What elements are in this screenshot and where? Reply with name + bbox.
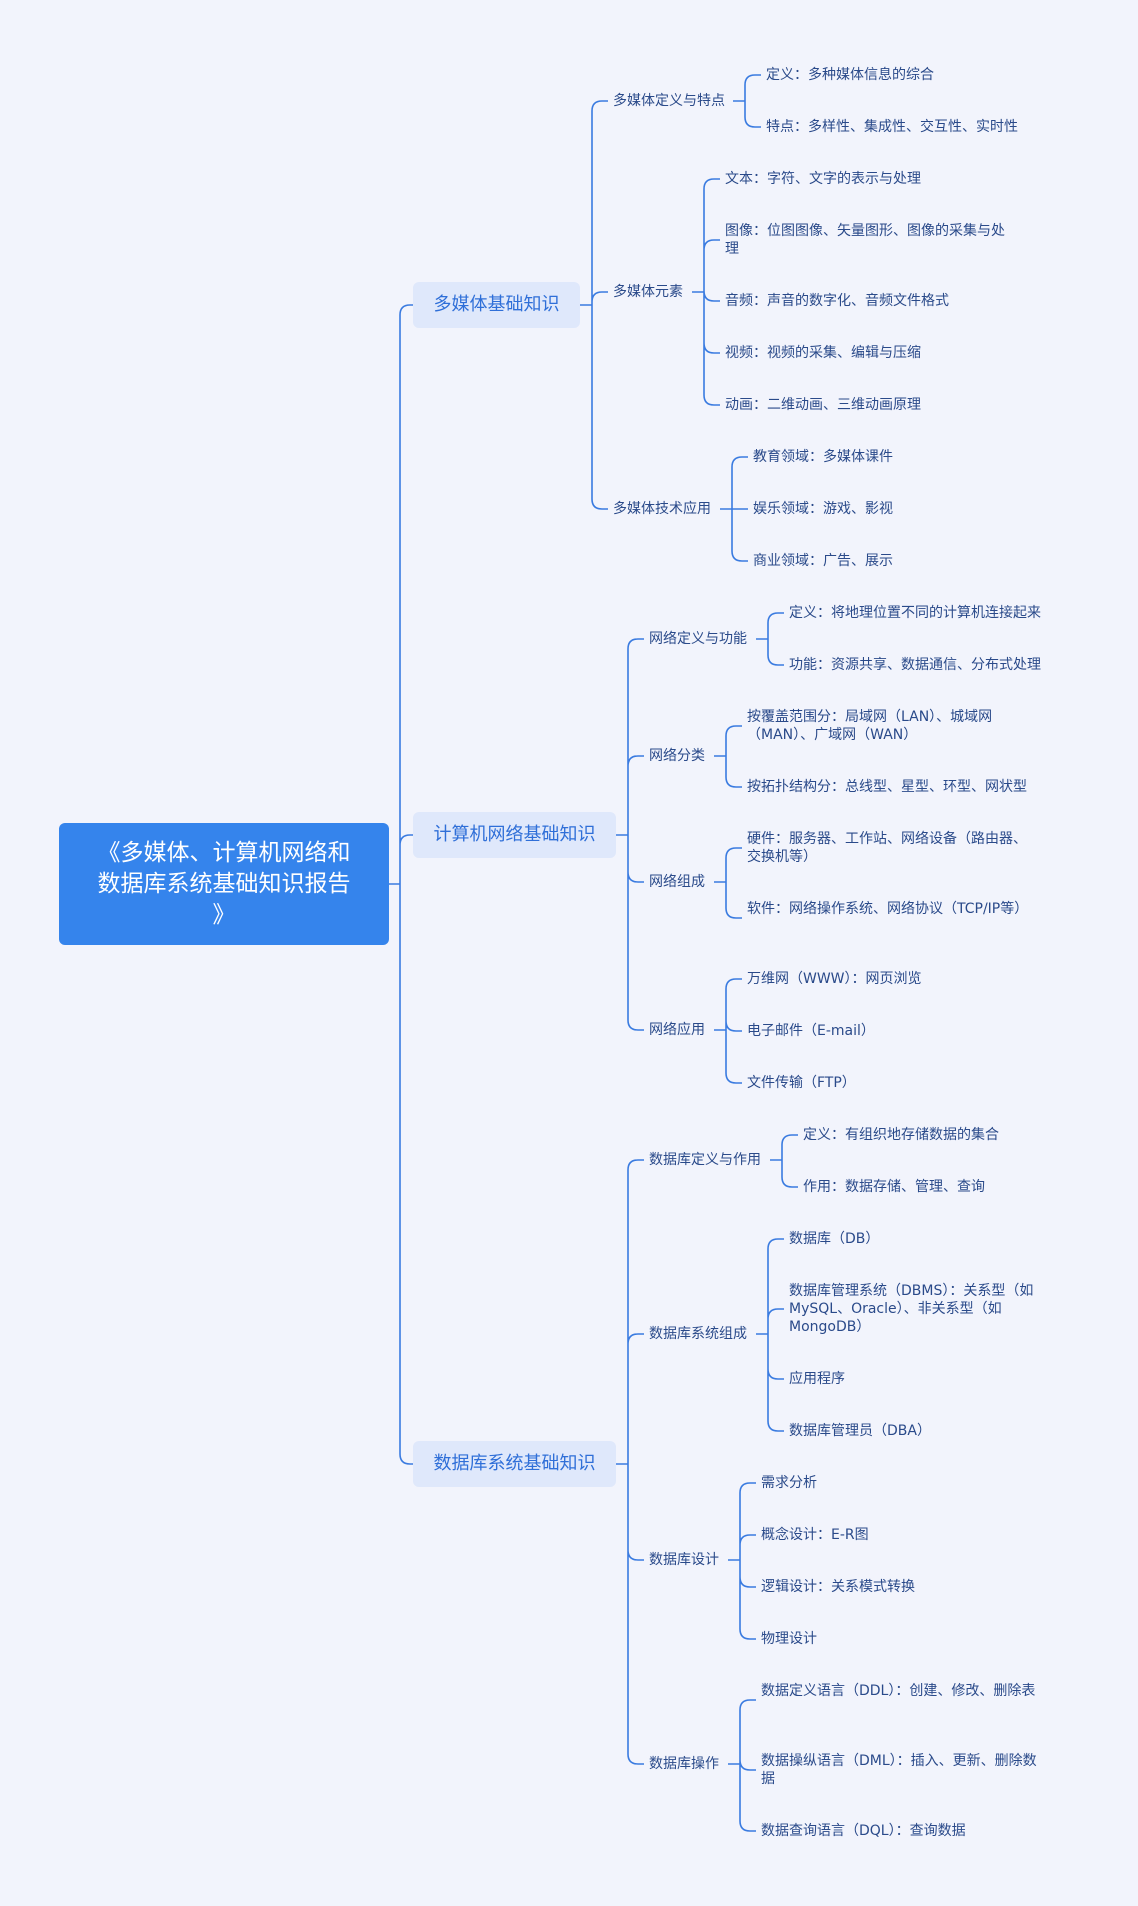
subtopic-network-classification[interactable]: 网络分类: [649, 748, 705, 764]
connector-db-definition: [770, 1134, 798, 1188]
leaf[interactable]: 动画：二维动画、三维动画原理: [725, 397, 921, 413]
subtopic-multimedia-definition[interactable]: 多媒体定义与特点: [613, 93, 725, 109]
leaf[interactable]: 视频：视频的采集、编辑与压缩: [725, 345, 921, 361]
connector-branch-multimedia: [580, 100, 608, 510]
leaf[interactable]: 作用：数据存储、管理、查询: [803, 1179, 985, 1195]
connector-net-classification: [714, 725, 742, 788]
subtopic-network-application[interactable]: 网络应用: [649, 1022, 705, 1038]
leaf[interactable]: 按覆盖范围分：局域网（LAN）、城域网（MAN）、广域网（WAN）: [747, 709, 993, 743]
connector-net-composition: [714, 847, 742, 919]
leaf[interactable]: 定义：将地理位置不同的计算机连接起来: [789, 605, 1041, 621]
subtopic-db-definition[interactable]: 数据库定义与作用: [649, 1152, 761, 1168]
leaf[interactable]: 文件传输（FTP）: [747, 1075, 856, 1091]
leaf[interactable]: 数据查询语言（DQL）：查询数据: [761, 1823, 966, 1839]
leaf[interactable]: 概念设计：E-R图: [761, 1527, 869, 1543]
leaf[interactable]: 数据库管理系统（DBMS）：关系型（如MySQL、Oracle）、非关系型（如M…: [789, 1283, 1034, 1335]
leaf[interactable]: 应用程序: [789, 1371, 845, 1387]
leaf[interactable]: 功能：资源共享、数据通信、分布式处理: [789, 657, 1041, 673]
root-topic[interactable]: 《多媒体、计算机网络和 数据库系统基础知识报告 》: [59, 823, 389, 945]
leaf[interactable]: 万维网（WWW）：网页浏览: [747, 971, 922, 987]
subtopic-multimedia-application[interactable]: 多媒体技术应用: [613, 501, 711, 517]
root-title-line2: 数据库系统基础知识报告: [97, 870, 351, 897]
leaf[interactable]: 按拓扑结构分：总线型、星型、环型、网状型: [747, 779, 1027, 795]
leaf[interactable]: 娱乐领域：游戏、影视: [753, 501, 893, 517]
connector-net-application: [714, 978, 742, 1084]
leaf[interactable]: 定义：多种媒体信息的综合: [766, 67, 934, 83]
connector-net-definition: [756, 612, 784, 666]
leaf[interactable]: 教育领域：多媒体课件: [753, 449, 893, 465]
connector-db-design: [728, 1482, 756, 1640]
connector-branch-database: [616, 1159, 644, 1765]
root-title-line3: 》: [212, 901, 236, 928]
subtopic-network-definition[interactable]: 网络定义与功能: [649, 631, 747, 647]
connector-db-operation: [728, 1699, 756, 1832]
leaf[interactable]: 商业领域：广告、展示: [753, 553, 893, 569]
leaf[interactable]: 需求分析: [761, 1475, 817, 1491]
connector-mm-elements: [692, 178, 720, 406]
subtopic-db-composition[interactable]: 数据库系统组成: [649, 1326, 747, 1342]
branch-multimedia[interactable]: 多媒体基础知识: [413, 282, 580, 328]
connector-root: [389, 304, 413, 1465]
leaf[interactable]: 特点：多样性、集成性、交互性、实时性: [766, 119, 1018, 135]
leaf[interactable]: 文本：字符、文字的表示与处理: [725, 171, 921, 187]
leaf[interactable]: 音频：声音的数字化、音频文件格式: [725, 293, 949, 309]
subtopic-db-design[interactable]: 数据库设计: [649, 1552, 719, 1568]
leaf[interactable]: 定义：有组织地存储数据的集合: [803, 1127, 999, 1143]
leaf[interactable]: 图像：位图图像、矢量图形、图像的采集与处理: [725, 223, 1005, 257]
branch-database[interactable]: 数据库系统基础知识: [413, 1441, 616, 1487]
root-title-line1: 《多媒体、计算机网络和: [97, 839, 351, 866]
leaf[interactable]: 数据库管理员（DBA）: [789, 1423, 931, 1439]
leaf[interactable]: 逻辑设计：关系模式转换: [761, 1579, 915, 1595]
connector-db-composition: [756, 1238, 784, 1432]
leaf[interactable]: 数据库（DB）: [789, 1231, 880, 1247]
connector-mm-definition: [733, 74, 761, 128]
leaf[interactable]: 物理设计: [761, 1631, 817, 1647]
leaf[interactable]: 电子邮件（E-mail）: [747, 1023, 875, 1039]
connector-mm-application: [720, 456, 748, 562]
connector-branch-network: [616, 638, 644, 1031]
subtopic-multimedia-elements[interactable]: 多媒体元素: [613, 284, 683, 300]
leaf[interactable]: 软件：网络操作系统、网络协议（TCP/IP等）: [747, 901, 1029, 917]
branch-network[interactable]: 计算机网络基础知识: [413, 812, 616, 858]
leaf[interactable]: 数据操纵语言（DML）：插入、更新、删除数据: [761, 1753, 1037, 1787]
subtopic-db-operation[interactable]: 数据库操作: [649, 1756, 719, 1772]
subtopic-network-composition[interactable]: 网络组成: [649, 874, 705, 890]
leaf[interactable]: 硬件：服务器、工作站、网络设备（路由器、交换机等）: [747, 831, 1027, 865]
leaf[interactable]: 数据定义语言（DDL）：创建、修改、删除表: [761, 1683, 1036, 1699]
